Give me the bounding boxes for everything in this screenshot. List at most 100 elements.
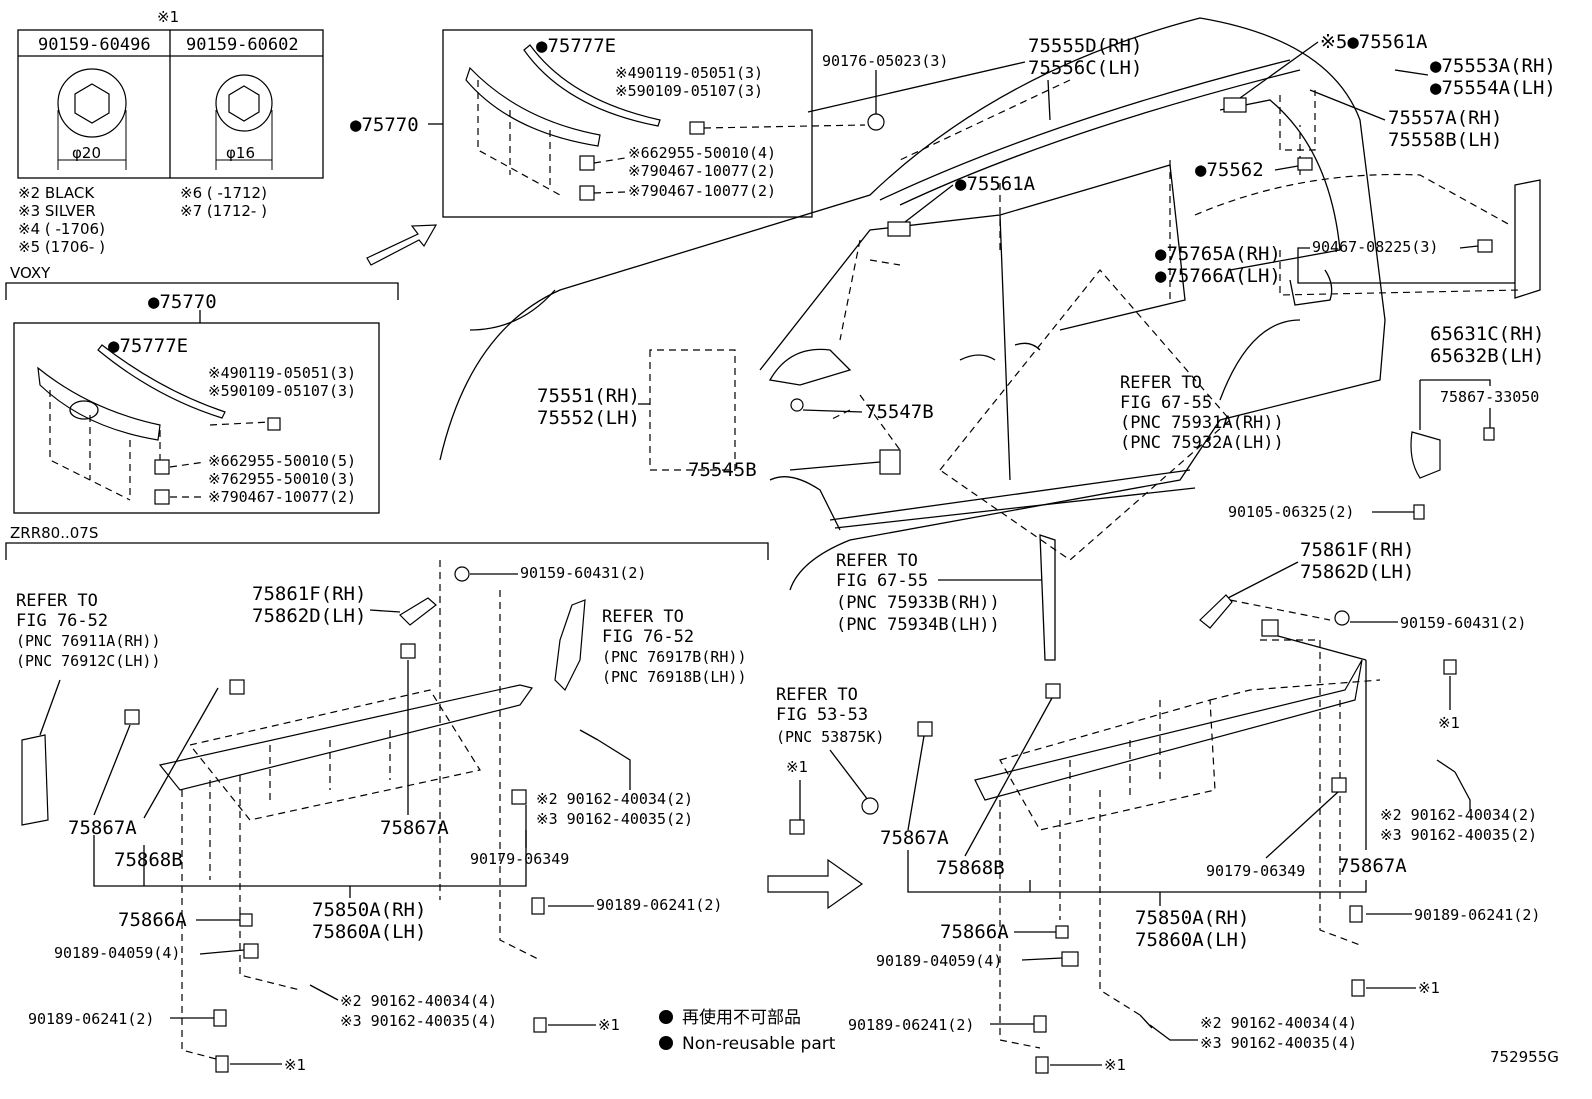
refer-67-55a-line3: (PNC 75931A(RH)) [1120, 413, 1284, 433]
label-r-75861f: 75861F(RH) [1300, 539, 1414, 561]
zrr-label: ZRR80..07S [10, 524, 98, 542]
vehicle-outline [439, 17, 1541, 661]
left-pillar-part [21, 734, 49, 826]
refer-67-55a-line2: FIG 67-55 [1120, 393, 1212, 413]
label-65632b: 65632B(LH) [1430, 345, 1544, 367]
voxy-moulding-strip [97, 344, 226, 419]
label-r-90162-4a: ※2 90162-40034(4) [1200, 1014, 1357, 1032]
label-t-62955: ※662955-50010(4) [628, 144, 776, 162]
label-t-90119: ※490119-05051(3) [615, 64, 763, 82]
lower-left-section: ZRR80..07S REFER TO FIG 76-52 (PNC 76911… [5, 524, 769, 1074]
note-5: ※5 (1706- ) [18, 238, 105, 256]
arrow-to-detail-icon [366, 224, 438, 266]
label-75867-33050: 75867-33050 [1440, 388, 1539, 406]
voxy-garnish [37, 366, 161, 441]
label-t-90109: ※590109-05107(3) [615, 82, 763, 100]
note-silver: ※3 SILVER [18, 202, 96, 220]
label-r-90189-06241b: 90189-06241(2) [1414, 906, 1540, 924]
label-l-90162-4a: ※2 90162-40034(4) [340, 992, 497, 1010]
label-t-90467b: ※790467-10077(2) [628, 182, 776, 200]
label-r-75867a-1: 75867A [880, 827, 949, 849]
label-r-75850a: 75850A(RH) [1135, 907, 1249, 929]
label-l-75866a: 75866A [118, 909, 187, 931]
label-90105: 90105-06325(2) [1228, 503, 1354, 521]
refer-76-52a-line3: (PNC 76911A(RH)) [16, 632, 161, 650]
lower-right-section: REFER TO FIG 53-53 (PNC 53875K) ※1 75861… [776, 539, 1540, 1074]
label-75554a: ●75554A(LH) [1430, 77, 1556, 99]
label-l-75861f: 75861F(RH) [252, 583, 366, 605]
arrow-right-icon [767, 858, 864, 910]
refer-76-52b-line3: (PNC 76917B(RH)) [602, 648, 747, 666]
refer-67-55a-line1: REFER TO [1120, 373, 1202, 393]
label-90176: 90176-05023(3) [822, 52, 948, 70]
voxy-label: VOXY [10, 264, 51, 282]
refer-76-52b-line4: (PNC 76918B(LH)) [602, 668, 747, 686]
label-75556c: 75556C(LH) [1028, 57, 1142, 79]
refer-76-52a-line1: REFER TO [16, 591, 98, 611]
label-75551: 75551(RH) [537, 385, 640, 407]
refer-67-55b-line2: FIG 67-55 [836, 571, 928, 591]
top-garnish [465, 66, 601, 147]
label-r-x1d: ※1 [1104, 1056, 1126, 1074]
legend: 再使用不可部品 Non-reusable part [659, 1007, 836, 1054]
label-v-90467: ※790467-10077(2) [208, 488, 356, 506]
label-l-75850a: 75850A(RH) [312, 899, 426, 921]
refer-67-55a-line4: (PNC 75932A(LH)) [1120, 433, 1284, 453]
label-r-90189-04059: 90189-04059(4) [876, 952, 1002, 970]
label-l-90162-4b: ※3 90162-40035(4) [340, 1012, 497, 1030]
refer-53-53-line1: REFER TO [776, 685, 858, 705]
refer-76-52a-line4: (PNC 76912C(LH)) [16, 652, 161, 670]
label-r-90179: 90179-06349 [1206, 862, 1305, 880]
refer-67-55b-line1: REFER TO [836, 551, 918, 571]
refer-76-52b-line1: REFER TO [602, 607, 684, 627]
refer-67-55b-line4: (PNC 75934B(LH)) [836, 615, 1000, 635]
label-r-x1b: ※1 [1438, 714, 1460, 732]
upper-garnish-detail: ●75777E ※490119-05051(3) ※590109-05107(3… [350, 29, 866, 218]
label-l-90159: 90159-60431(2) [520, 564, 646, 582]
vehicle-labels: 90176-05023(3) 75555D(RH) 75556C(LH) ※5●… [537, 31, 1556, 635]
right-rocker-moulding [974, 659, 1363, 801]
label-l-75862d: 75862D(LH) [252, 605, 366, 627]
label-l-x1b: ※1 [284, 1056, 306, 1074]
label-75561a-mid: ●75561A [955, 173, 1036, 195]
refer-67-55b-line3: (PNC 75933B(RH)) [836, 593, 1000, 613]
label-r-90162-4b: ※3 90162-40035(4) [1200, 1034, 1357, 1052]
label-l-75867a-2: 75867A [380, 817, 449, 839]
label-r-90162-2: ※2 90162-40034(2) [1380, 806, 1537, 824]
label-75557a: 75557A(RH) [1388, 107, 1502, 129]
diagram-id: 752955G [1490, 1048, 1559, 1066]
refer-53-53-line3: (PNC 53875K) [776, 728, 884, 746]
refer-76-52a-line2: FIG 76-52 [16, 611, 108, 631]
label-75553a: ●75553A(RH) [1430, 55, 1556, 77]
label-65631c: 65631C(RH) [1430, 323, 1544, 345]
label-75766a: ●75766A(LH) [1155, 265, 1281, 287]
label-r-75867a-2: 75867A [1338, 855, 1407, 877]
label-75545b: 75545B [688, 459, 757, 481]
label-l-75860a: 75860A(LH) [312, 921, 426, 943]
label-75770-voxy: ●75770 [148, 291, 217, 313]
label-75558b: 75558B(LH) [1388, 129, 1502, 151]
label-l-75868b: 75868B [114, 849, 183, 871]
label-l-90189-04059: 90189-04059(4) [54, 944, 180, 962]
note-marker: ※1 [157, 8, 179, 26]
label-r-75860a: 75860A(LH) [1135, 929, 1249, 951]
label-90467-08225: 90467-08225(3) [1312, 238, 1438, 256]
label-75777e-top: ●75777E [536, 35, 616, 57]
mudflap-part [1410, 431, 1441, 479]
refer-53-53-line2: FIG 53-53 [776, 705, 868, 725]
legend-en: Non-reusable part [682, 1034, 836, 1054]
label-v-90109: ※590109-05107(3) [208, 382, 356, 400]
label-r-75866a: 75866A [940, 921, 1009, 943]
label-l-90189-06241a: 90189-06241(2) [28, 1010, 154, 1028]
rear-pillar-garnish [1514, 179, 1541, 299]
label-l-90162-3: ※3 90162-40035(2) [536, 810, 693, 828]
label-v-90119: ※490119-05051(3) [208, 364, 356, 382]
legend-jp: 再使用不可部品 [682, 1007, 801, 1028]
label-v-62955-3: ※762955-50010(3) [208, 470, 356, 488]
bullet-icon [659, 1010, 673, 1024]
label-r-75862d: 75862D(LH) [1300, 561, 1414, 583]
bolt-table: ※1 90159-60496 90159-60602 φ20 φ16 ※2 BL… [17, 8, 324, 256]
label-75562: ●75562 [1195, 159, 1264, 181]
